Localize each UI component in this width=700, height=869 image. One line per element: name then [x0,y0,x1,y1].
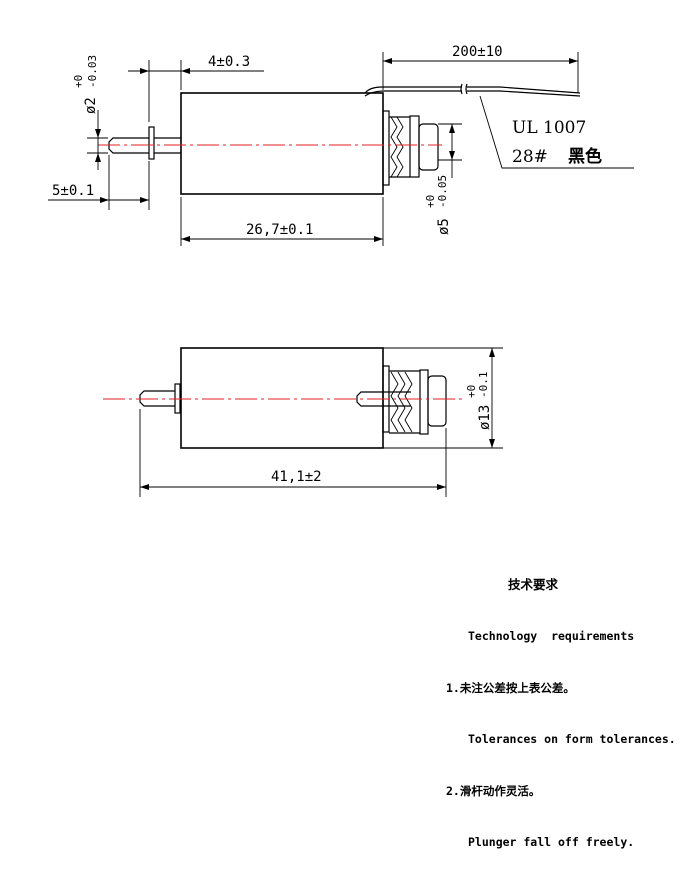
wire-leader [479,95,634,169]
notes-title-en: Technology requirements [468,629,635,644]
bottom-body [180,347,384,449]
dim-shaft-tol-upper: +0 [72,75,85,88]
wire-color: 黑色 [568,146,602,167]
bottom-view: ø13 +0 -0.1 41,1±2 [103,347,503,497]
bottom-stop-washer [419,369,429,435]
top-view: 4±0.3 200±10 ø2 +0 -0.03 5±0.1 26,7±0.1 [48,44,634,246]
top-stop-nut [418,123,439,171]
bottom-spring [390,371,399,433]
dim-flange-offset: 4±0.3 [208,54,250,70]
dim-shaft-diameter: ø2 [83,97,99,114]
dim-shaft-tol-lower: -0.03 [86,55,99,88]
top-boss [382,110,390,186]
dim-shaft-end-length: 5±0.1 [52,183,94,199]
wire-spec: UL 1007 [512,118,586,138]
dim-body-tol-upper: +0 [465,385,478,398]
top-body [180,92,384,195]
dim-boss-tol-lower: -0.05 [436,175,449,208]
dim-body-diameter: ø13 [477,405,493,430]
dim-body-tol-lower: -0.1 [477,372,490,399]
top-spring [390,116,398,178]
dim-body-length: 26,7±0.1 [246,222,313,238]
technical-drawing: 4±0.3 200±10 ø2 +0 -0.03 5±0.1 26,7±0.1 [48,44,634,497]
notes-title: 技术要求 [508,577,559,593]
bottom-stop-nut [427,375,447,427]
dim-wire-length: 200±10 [452,44,503,60]
bottom-plunger [356,391,411,407]
top-lead-wire [364,86,581,97]
notes-item2: 2.滑杆动作灵活。 [446,783,541,798]
top-stop-washer [409,115,420,178]
dim-boss-diameter: ø5 [436,218,452,235]
dim-overall-length: 41,1±2 [271,469,322,485]
notes-item2-en: Plunger fall off freely. [468,835,635,850]
dim-boss-tol-upper: +0 [424,195,437,208]
wire-gauge: 28# [512,147,548,167]
top-flange [148,126,155,160]
technical-notes: 技术要求 Technology requirements 1.未注公差按上表公差… [446,542,700,869]
notes-item1-en: Tolerances on form tolerances. [468,732,676,747]
notes-item1: 1.未注公差按上表公差。 [446,680,575,695]
